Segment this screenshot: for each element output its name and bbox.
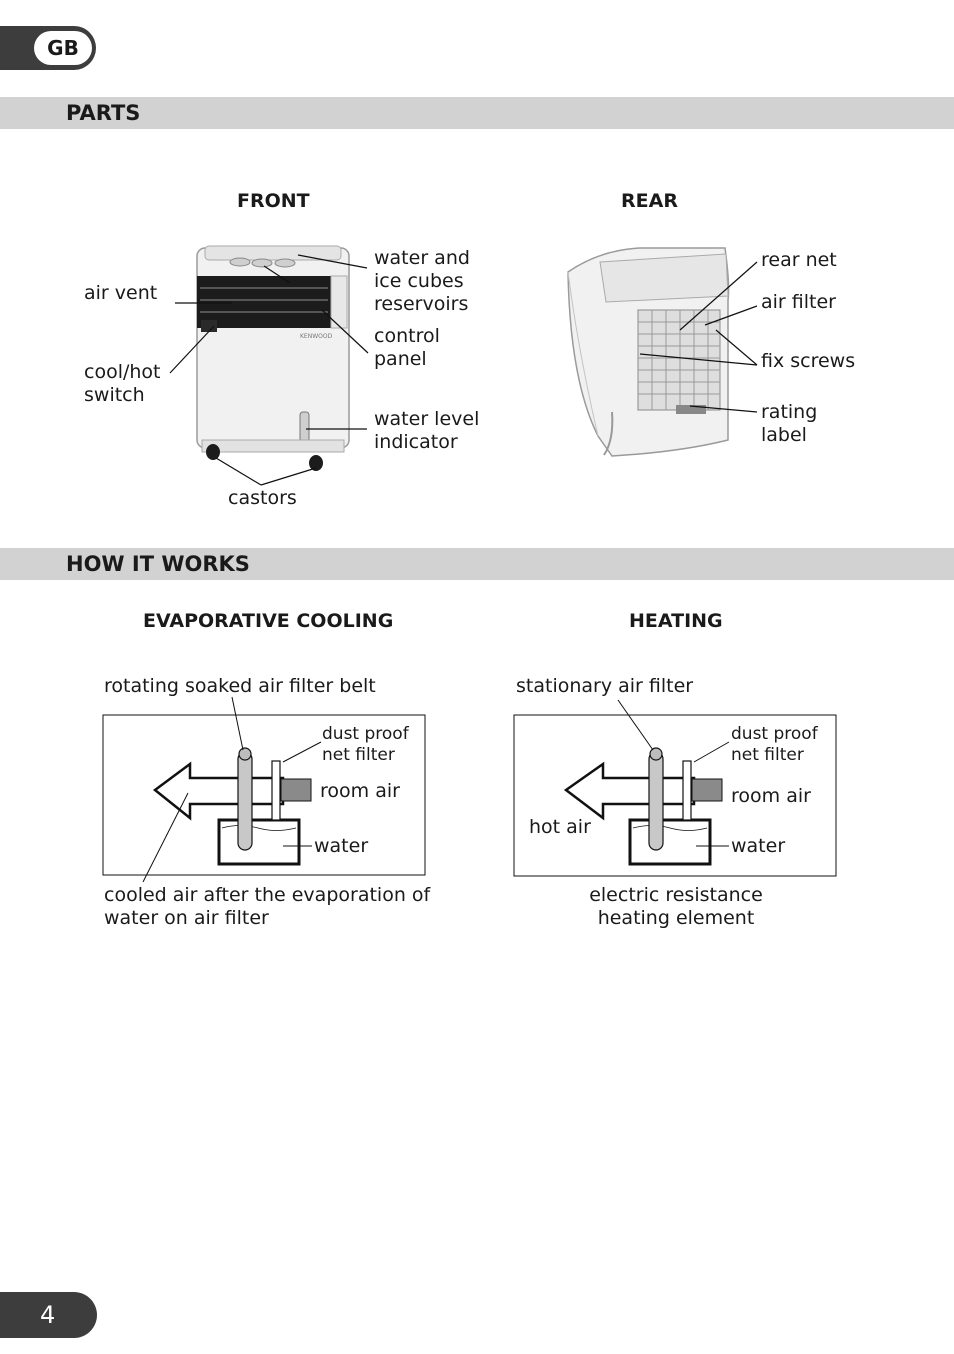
- heating-room-air-label: room air: [731, 785, 811, 807]
- air-filter-label: air filter: [761, 291, 836, 313]
- room-air-label: room air: [320, 780, 400, 802]
- front-heading: FRONT: [237, 190, 310, 212]
- page-number: 4: [40, 1301, 56, 1329]
- control-panel-label: control panel: [374, 325, 440, 370]
- how-it-works-band: [0, 548, 954, 580]
- water-label: water: [314, 835, 369, 857]
- evaporative-cooling-heading: EVAPORATIVE COOLING: [143, 610, 394, 632]
- front-unit-illustration: KENWOOD: [196, 245, 350, 471]
- rear-unit-illustration: [567, 247, 730, 457]
- heating-dust-filter-label: dust proof net filter: [731, 724, 818, 765]
- rating-label-label: rating label: [761, 401, 818, 446]
- heating-diagram: [513, 699, 837, 877]
- front-leader-lines: [169, 254, 369, 486]
- water-level-indicator-label: water level indicator: [374, 408, 480, 453]
- air-vent-label: air vent: [84, 282, 158, 304]
- how-it-works-title: HOW IT WORKS: [66, 552, 250, 576]
- language-badge: GB: [34, 31, 92, 65]
- parts-title: PARTS: [66, 101, 141, 125]
- evaporative-caption: cooled air after the evaporation of wate…: [104, 884, 431, 929]
- rear-heading: REAR: [621, 190, 678, 212]
- svg-text:KENWOOD: KENWOOD: [300, 333, 333, 340]
- heating-water-label: water: [731, 835, 786, 857]
- hot-air-label: hot air: [529, 816, 591, 838]
- stationary-filter-label: stationary air filter: [516, 675, 694, 697]
- rear-leader-lines: [639, 261, 758, 413]
- dust-filter-label: dust proof net filter: [322, 724, 409, 765]
- heating-caption: electric resistance heating element: [589, 884, 763, 929]
- fix-screws-label: fix screws: [761, 350, 856, 372]
- page-number-tab: [0, 1292, 97, 1338]
- filter-belt-label: rotating soaked air filter belt: [104, 675, 376, 697]
- evaporative-diagram: [102, 696, 426, 883]
- rear-net-label: rear net: [761, 249, 837, 271]
- reservoirs-label: water and ice cubes reservoirs: [374, 247, 470, 315]
- cool-hot-switch-label: cool/hot switch: [84, 361, 161, 406]
- castors-label: castors: [228, 487, 297, 509]
- parts-band: [0, 97, 954, 129]
- heating-heading: HEATING: [629, 610, 723, 632]
